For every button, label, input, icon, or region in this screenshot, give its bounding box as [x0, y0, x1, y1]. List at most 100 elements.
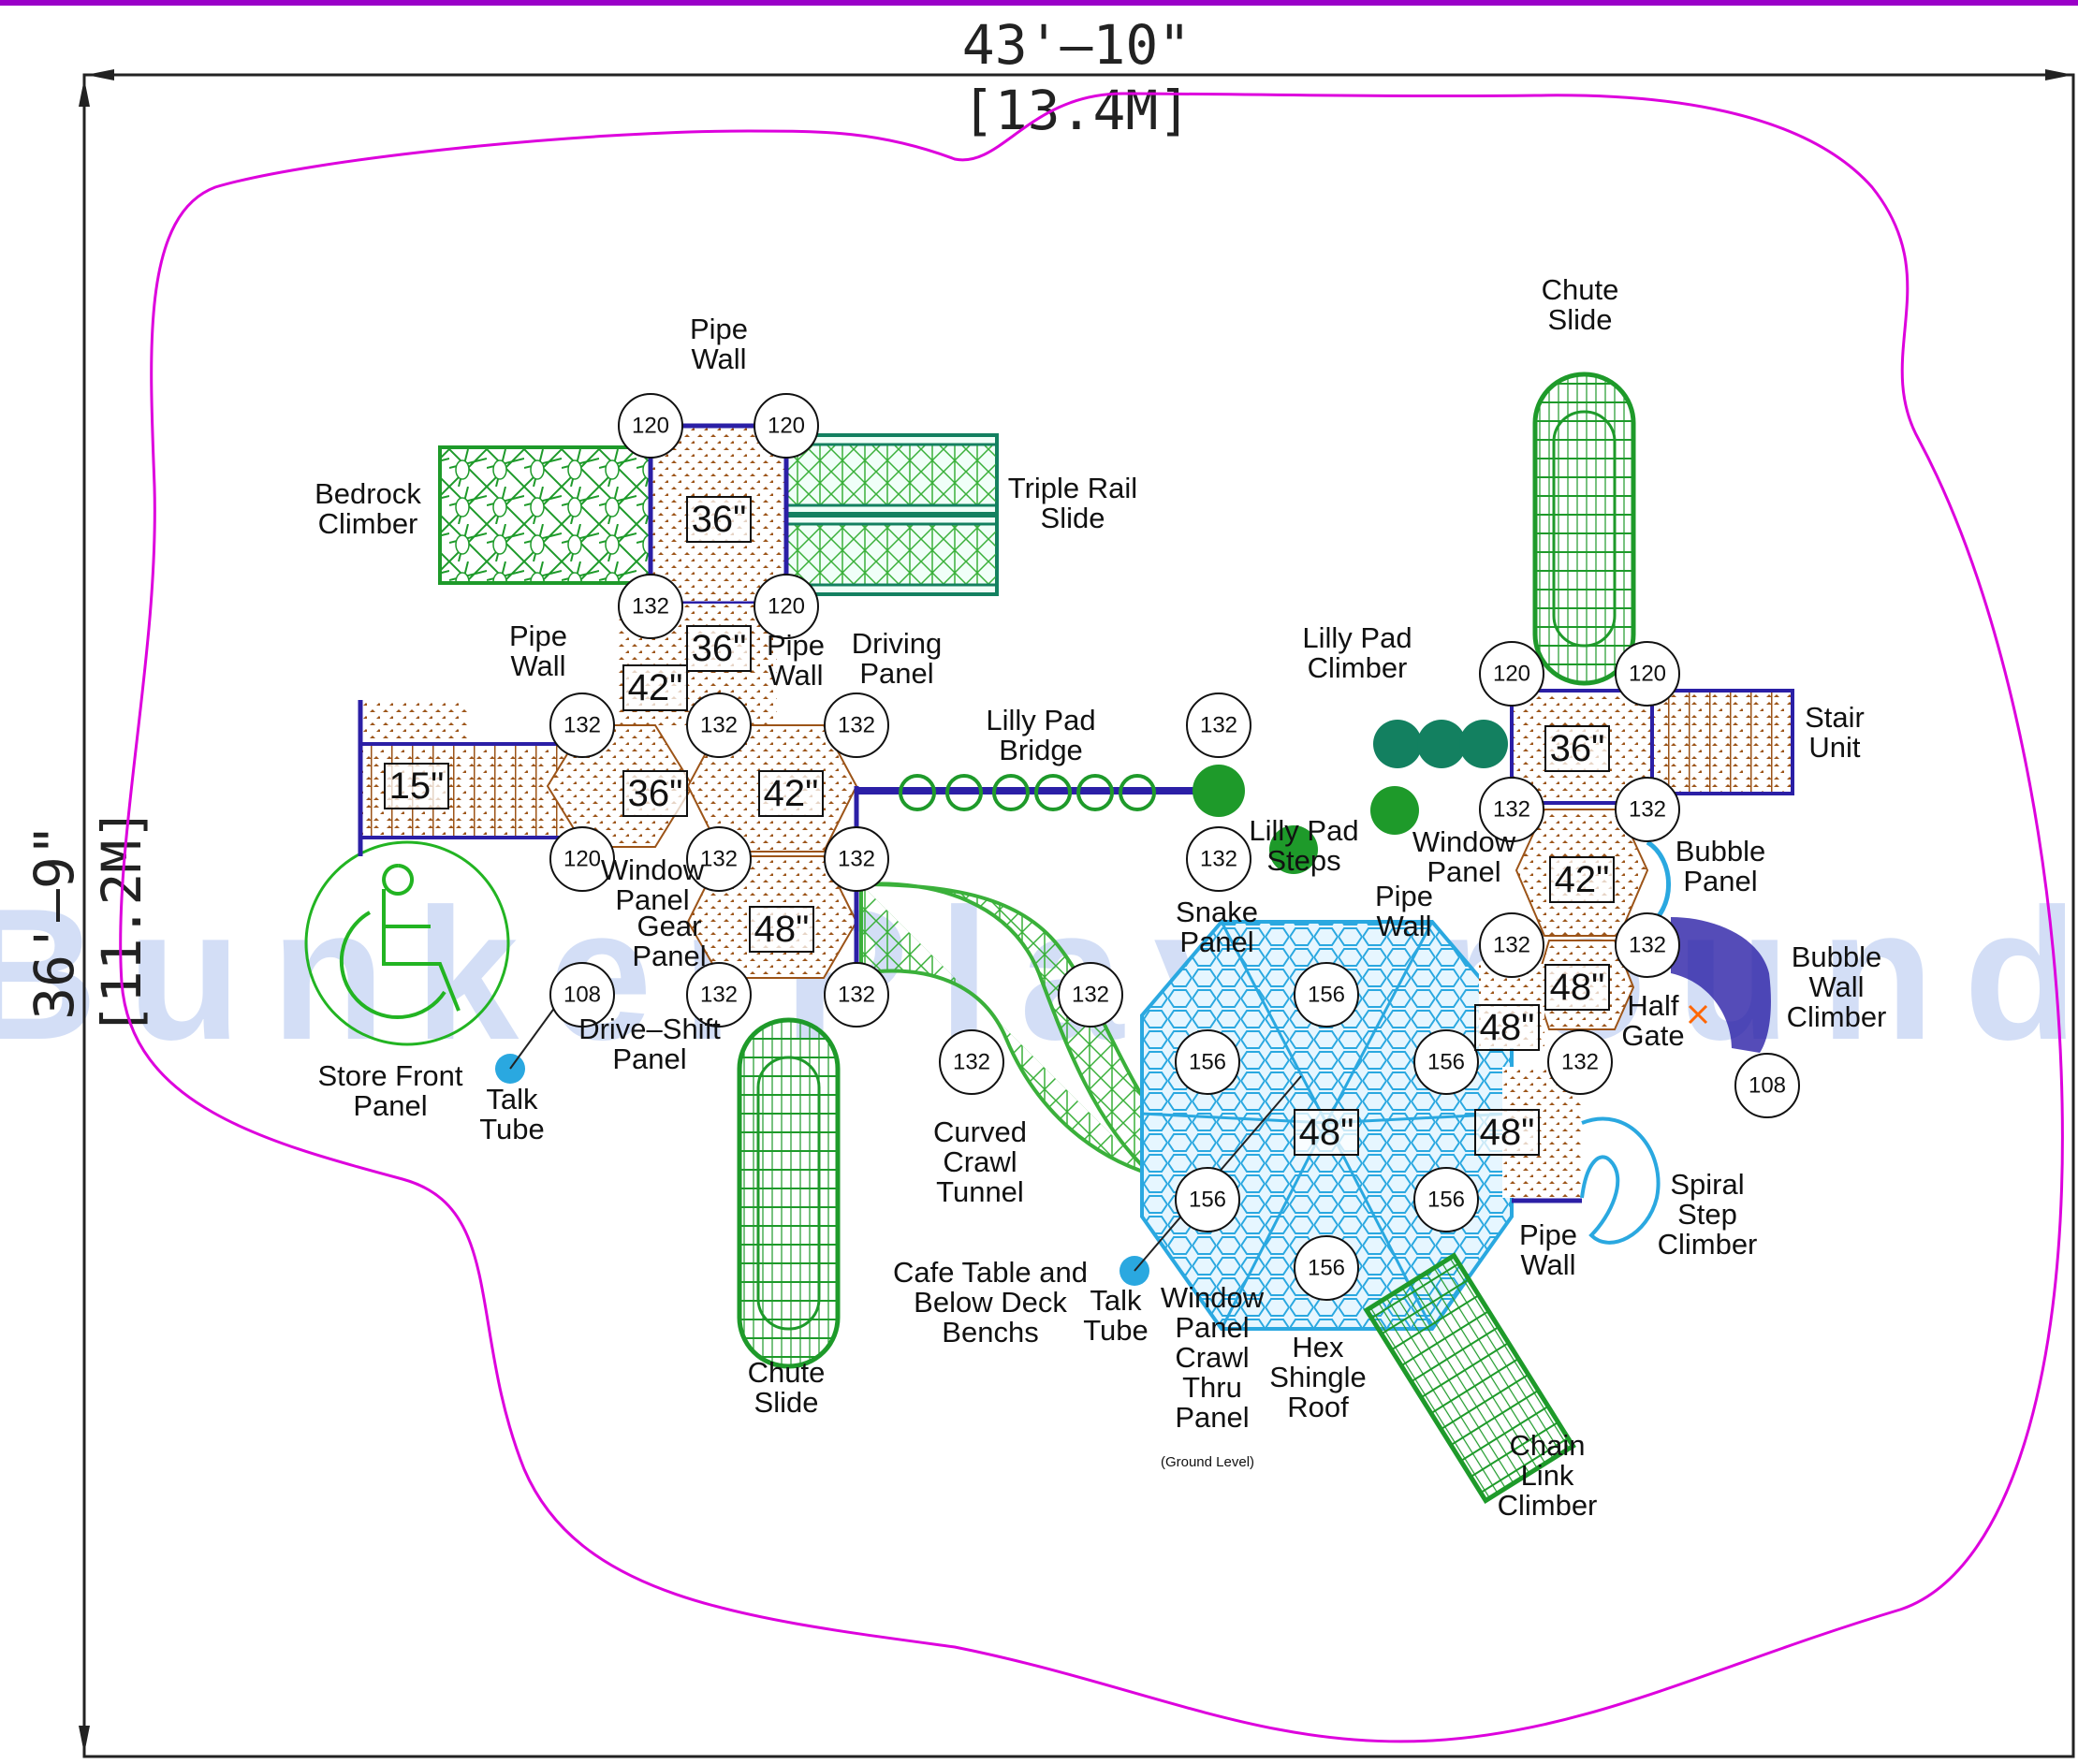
- use-zone-boundary: [119, 92, 2064, 1743]
- half-gate-marker[interactable]: [1688, 1004, 1708, 1025]
- deck-height-11: 48": [1474, 1004, 1540, 1051]
- svg-text:48": 48": [1550, 967, 1605, 1008]
- svg-text:132: 132: [1200, 847, 1237, 872]
- post-156-27: 156: [1175, 1029, 1240, 1095]
- svg-text:108: 108: [563, 983, 601, 1008]
- bubble-wall-climber[interactable]: [1671, 917, 1771, 1053]
- post-132-9: 132: [686, 826, 752, 892]
- deck-height-3: 42": [622, 664, 688, 711]
- deck-height-5: 36": [622, 770, 688, 817]
- svg-text:48": 48": [754, 909, 810, 950]
- svg-text:132: 132: [1629, 797, 1666, 823]
- svg-text:42": 42": [764, 773, 819, 814]
- post-120-19: 120: [1615, 641, 1680, 707]
- bedrock-climber[interactable]: [438, 445, 652, 585]
- deck-height-2: 36": [686, 625, 752, 672]
- post-156-26: 156: [1294, 962, 1359, 1028]
- svg-text:132: 132: [1493, 933, 1530, 958]
- width-dimension: 43'–10" [13.4M]: [86, 13, 2073, 142]
- chain-link-climber[interactable]: [1363, 1252, 1576, 1504]
- post-132-20: 132: [1479, 777, 1544, 842]
- svg-text:156: 156: [1189, 1050, 1226, 1075]
- triple-rail-slide[interactable]: [780, 433, 999, 596]
- svg-text:36": 36": [628, 773, 683, 814]
- deck-height-8: 36": [1544, 725, 1610, 772]
- deck-height-4: 15": [384, 763, 449, 809]
- deck-height-labels: 36"36"42"15"36"42"48"36"42"48"48"48"48": [384, 496, 1615, 1156]
- svg-text:156: 156: [1308, 1256, 1345, 1281]
- svg-text:156: 156: [1189, 1188, 1226, 1213]
- depth-ft-label: 36'–9": [22, 824, 86, 1020]
- svg-text:132: 132: [838, 713, 875, 738]
- post-156-31: 156: [1294, 1235, 1359, 1301]
- lilly-pad-climber[interactable]: [1370, 720, 1508, 835]
- width-ft-label: 43'–10": [962, 13, 1191, 77]
- post-132-10: 132: [824, 826, 889, 892]
- svg-text:132: 132: [632, 594, 669, 620]
- svg-text:132: 132: [1493, 797, 1530, 823]
- chute-slide-top[interactable]: [1532, 372, 1636, 686]
- svg-text:120: 120: [768, 594, 805, 620]
- svg-text:15": 15": [389, 765, 445, 807]
- svg-text:120: 120: [632, 414, 669, 439]
- post-132-16: 132: [1186, 692, 1251, 758]
- svg-text:120: 120: [1493, 662, 1530, 687]
- lilly-pad-bridge[interactable]: [856, 765, 1245, 817]
- lilly-pad-steps[interactable]: [1269, 825, 1318, 874]
- deck-15[interactable]: [360, 700, 468, 745]
- deck-height-12: 48": [1474, 1109, 1540, 1156]
- post-132-13: 132: [824, 962, 889, 1028]
- stair-unit[interactable]: [1650, 689, 1794, 795]
- post-132-15: 132: [939, 1029, 1004, 1095]
- post-132-3: 132: [618, 574, 683, 639]
- post-120-4: 120: [754, 574, 819, 639]
- post-132-23: 132: [1615, 912, 1680, 978]
- svg-text:42": 42": [1555, 859, 1610, 900]
- svg-text:132: 132: [1200, 713, 1237, 738]
- post-120-2: 120: [754, 393, 819, 459]
- svg-text:132: 132: [838, 983, 875, 1008]
- deck-height-13: 48": [1294, 1109, 1359, 1156]
- svg-text:132: 132: [838, 847, 875, 872]
- svg-text:132: 132: [563, 713, 601, 738]
- post-120-18: 120: [1479, 641, 1544, 707]
- spiral-step-climber[interactable]: [1580, 1116, 1661, 1245]
- deck-height-6: 42": [758, 770, 824, 817]
- post-132-7: 132: [824, 692, 889, 758]
- deck-height-9: 42": [1549, 856, 1615, 903]
- post-156-29: 156: [1175, 1167, 1240, 1232]
- svg-text:156: 156: [1308, 983, 1345, 1008]
- svg-text:48": 48": [1299, 1112, 1354, 1153]
- svg-text:120: 120: [1629, 662, 1666, 687]
- chute-slide-bottom[interactable]: [737, 1017, 841, 1369]
- label-ground-level: (Ground Level): [1161, 1454, 1254, 1470]
- accessibility-icon: [304, 840, 510, 1046]
- svg-text:42": 42": [628, 667, 683, 708]
